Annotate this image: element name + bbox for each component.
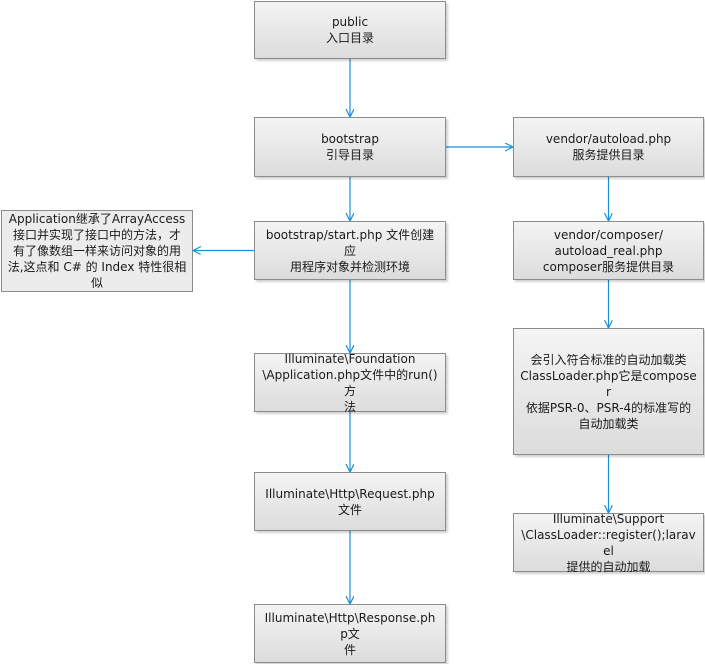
- node-vendor-autoload: vendor/autoload.php 服务提供目录: [513, 117, 704, 177]
- node-http-response: Illuminate\Http\Response.php文 件: [254, 604, 446, 663]
- node-http-request: Illuminate\Http\Request.php文件: [254, 472, 446, 531]
- node-classloader-register: Illuminate\Support \ClassLoader::registe…: [513, 512, 704, 574]
- node-classloader: 会引入符合标准的自动加载类 ClassLoader.php它是composer …: [513, 328, 704, 455]
- note-application-arrayaccess: Application继承了ArrayAccess 接口并实现了接口中的方法，才…: [1, 210, 193, 292]
- node-composer-autoload-real: vendor/composer/ autoload_real.php compo…: [513, 221, 704, 280]
- node-bootstrap-start: bootstrap/start.php 文件创建应 用程序对象并检测环境: [254, 221, 446, 280]
- node-bootstrap: bootstrap 引导目录: [254, 117, 446, 177]
- node-public: public 入口目录: [254, 1, 446, 59]
- node-foundation-application: Illuminate\Foundation \Application.php文件…: [254, 352, 446, 414]
